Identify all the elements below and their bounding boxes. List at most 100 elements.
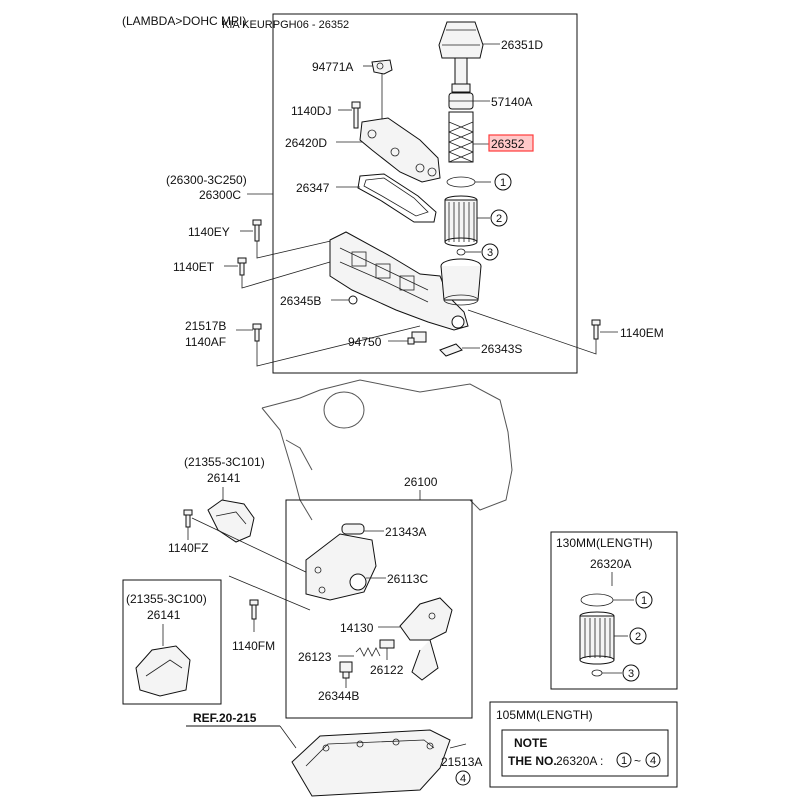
the-no-label: THE NO. (508, 754, 557, 768)
label-1140DJ: 1140DJ (291, 104, 331, 118)
label-26352: 26352 (491, 137, 525, 151)
filter-130-part: 26320A (590, 557, 631, 571)
oil-filter-cartridge-130 (579, 611, 615, 665)
label-21355-ref-bottom: (21355-3C100) (126, 592, 207, 606)
note-range-sep: ~ (634, 754, 641, 768)
plug-26344B (339, 661, 353, 679)
filter-105-title: 105MM(LENGTH) (496, 708, 593, 722)
oil-pan (291, 729, 451, 797)
leader-1140EY-to-housing (256, 239, 336, 259)
upper-assembly-frame (272, 13, 578, 374)
bolt-1140FZ (183, 509, 193, 528)
spring-26123 (355, 647, 381, 657)
bolt-1140DJ (351, 101, 361, 129)
sensor-94750 (407, 331, 427, 345)
alt-cover-frame (122, 579, 222, 705)
leader-1140FZ-to-cover (191, 517, 311, 575)
valve-26122 (379, 639, 395, 649)
label-26100: 26100 (404, 475, 438, 489)
callout-2-upper (490, 209, 508, 227)
label-1140EM: 1140EM (620, 326, 664, 340)
callout-4-pan-text: 4 (460, 773, 466, 785)
label-26141-top: 26141 (207, 471, 241, 485)
callout-1-130 (635, 591, 653, 609)
callout-4-pan (455, 770, 471, 786)
label-21513A: 21513A (441, 755, 482, 769)
o-ring-3-upper (456, 248, 466, 256)
note-callout-4 (645, 752, 661, 768)
leader-1140EM-to-housing (467, 309, 597, 355)
note-frame (501, 729, 669, 777)
oil-filter-housing-26300C (329, 231, 482, 331)
filter-cap-26351D (438, 21, 484, 93)
note-label-bg (510, 738, 554, 748)
callout-1-upper-text: 1 (500, 177, 506, 189)
o-ring-1-upper (446, 176, 476, 188)
engine-label: (LAMBDA>DOHC MPI) (122, 14, 246, 28)
label-94771A: 94771A (312, 60, 353, 74)
clip-26343S (439, 343, 463, 357)
bolt-1140EM (591, 319, 601, 340)
label-26344B: 26344B (318, 689, 359, 703)
o-ring-3-130 (591, 669, 603, 677)
label-26300C: 26300C (199, 188, 241, 202)
leader-alt-cover-to-pump (228, 575, 311, 611)
callout-3-130 (622, 664, 640, 682)
bolt-1140FM (249, 599, 259, 620)
bolt-1140ET (237, 257, 247, 276)
label-26123: 26123 (298, 650, 332, 664)
highlight-26352 (488, 134, 534, 152)
leader-21517B-to-housing (256, 325, 421, 367)
label-94750: 94750 (348, 335, 382, 349)
callout-1-130-text: 1 (641, 595, 647, 607)
cover-26420D (359, 117, 441, 183)
ref-leader (279, 725, 297, 749)
label-26122: 26122 (370, 663, 404, 677)
o-ring-1-130 (580, 593, 614, 607)
label-26113C: 26113C (387, 572, 428, 586)
bolt-21517B (252, 323, 262, 342)
callout-2-upper-text: 2 (496, 213, 502, 225)
filter-element-26352 (448, 111, 474, 163)
filter-130-title: 130MM(LENGTH) (556, 536, 653, 550)
note-callout-1-text: 1 (621, 755, 627, 767)
callout-3-upper (481, 243, 499, 261)
sensor-94771A (371, 59, 393, 75)
label-21343A: 21343A (385, 525, 426, 539)
label-26300-ref: (26300-3C250) (166, 173, 247, 187)
oil-filter-cartridge-upper (444, 195, 478, 247)
label-1140AF: 1140AF (185, 335, 226, 349)
callout-1-upper (494, 173, 512, 191)
gasket-26347 (357, 173, 437, 223)
lower-assembly-frame (285, 499, 473, 719)
note-callout-4-text: 4 (650, 755, 656, 767)
label-57140A: 57140A (491, 95, 532, 109)
label-26343S: 26343S (481, 342, 522, 356)
callout-3-upper-text: 3 (487, 247, 493, 259)
label-26347: 26347 (296, 181, 330, 195)
filter-105-frame (489, 701, 678, 788)
note-label: NOTE (514, 736, 547, 750)
callout-3-130-text: 3 (628, 668, 634, 680)
label-21355-ref-top: (21355-3C101) (184, 455, 265, 469)
engine-block-outline (261, 379, 513, 521)
label-26351D: 26351D (501, 38, 543, 52)
label-21517B: 21517B (185, 319, 226, 333)
leader-1140ET-to-housing (241, 261, 331, 289)
catalog-label: KIA KEURPGH06 - 26352 (222, 19, 349, 31)
seal-21343A (341, 523, 365, 535)
filter-130-frame (550, 531, 678, 690)
label-26420D: 26420D (285, 136, 327, 150)
label-1140ET: 1140ET (173, 260, 215, 274)
label-26345B: 26345B (280, 294, 321, 308)
cover-26141-top (207, 499, 255, 543)
leader-21513A (449, 743, 467, 749)
cover-26141-bottom (135, 645, 191, 697)
plug-26345B (348, 295, 358, 305)
note-callout-1 (616, 752, 632, 768)
label-1140EY: 1140EY (188, 225, 230, 239)
bolt-1140EY (252, 219, 262, 242)
label-14130: 14130 (340, 621, 374, 635)
callout-2-130-text: 2 (635, 631, 641, 643)
